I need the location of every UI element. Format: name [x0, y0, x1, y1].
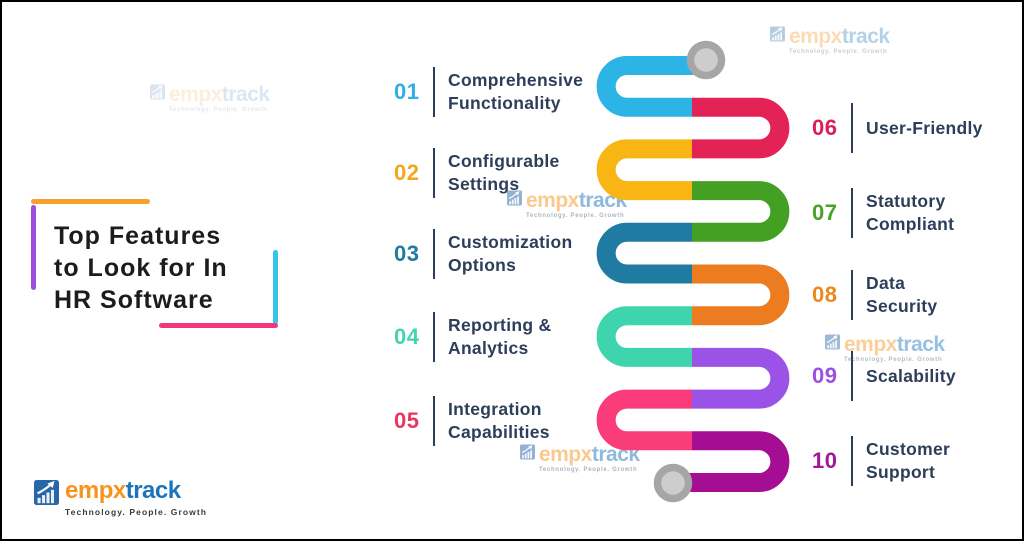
feature-label-line: Compliant: [866, 214, 955, 234]
page-title: Top Features to Look for In HR Software: [54, 220, 304, 316]
feature-divider: [433, 148, 435, 198]
logo-chart-icon: [520, 444, 535, 465]
feature-label-line: Options: [448, 255, 517, 275]
feature-item-09: 09 Scalability: [812, 351, 956, 401]
deco-line-purple: [31, 205, 36, 290]
feature-number: 09: [812, 363, 838, 388]
feature-label-line: Capabilities: [448, 422, 550, 442]
title-line-2: to Look for In: [54, 254, 228, 282]
logo-chart-icon: [34, 479, 59, 511]
title-line-1: Top Features: [54, 222, 222, 250]
feature-label-line: Scalability: [866, 365, 956, 386]
logo-track: track: [221, 83, 270, 106]
feature-divider: [433, 312, 435, 362]
feature-label-line: Integration: [448, 399, 542, 419]
feature-number: 10: [812, 448, 838, 473]
feature-divider: [851, 351, 853, 401]
logo-empx: empx: [65, 477, 126, 504]
feature-number: 01: [394, 79, 420, 104]
logo-tagline: Technology. People. Growth: [526, 213, 625, 219]
logo-chart-icon: [150, 84, 165, 105]
path-segment-04: [596, 306, 692, 367]
feature-label-line: Comprehensive: [448, 70, 584, 90]
path-segment-03: [596, 222, 692, 284]
path-segment-05: [596, 389, 692, 451]
feature-number: 04: [394, 324, 420, 349]
deco-line-cyan: [273, 250, 278, 324]
logo-chart-icon: [770, 26, 785, 47]
watermark-logo: empxtrack Technology. People. Growth: [770, 26, 890, 55]
logo-empx: empx: [844, 333, 897, 356]
feature-divider: [851, 270, 853, 320]
watermark-logo: empxtrack Technology. People. Growth: [825, 334, 945, 363]
feature-divider: [851, 188, 853, 238]
feature-label-line: Configurable: [448, 151, 560, 171]
feature-divider: [851, 103, 853, 153]
path-segment-08: [692, 264, 790, 326]
title-line-3: HR Software: [54, 286, 214, 314]
logo-tagline: Technology. People. Growth: [789, 49, 888, 55]
feature-number: 06: [812, 115, 838, 140]
path-end-marker: [653, 463, 693, 503]
logo-tagline: Technology. People. Growth: [169, 107, 268, 113]
logo-empx: empx: [539, 443, 592, 466]
watermark-logo: empxtrack Technology. People. Growth: [507, 190, 627, 219]
logo-tagline: Technology. People. Growth: [844, 357, 943, 363]
feature-number: 02: [394, 160, 420, 185]
feature-number: 05: [394, 408, 420, 433]
feature-label-line: Analytics: [448, 338, 529, 358]
feature-divider: [433, 229, 435, 279]
feature-label-line: Customization: [448, 232, 573, 252]
empxtrack-logo: empxtrack Technology. People. Growth: [34, 479, 207, 517]
path-segment-06: [692, 97, 790, 159]
watermark-logo: empxtrack Technology. People. Growth: [150, 84, 270, 113]
logo-empx: empx: [789, 25, 842, 48]
logo-empx: empx: [169, 83, 222, 106]
logo-empx: empx: [526, 189, 579, 212]
feature-divider: [433, 396, 435, 446]
logo-tagline: Technology. People. Growth: [539, 467, 638, 473]
logo-track: track: [125, 477, 181, 504]
feature-label-line: Settings: [448, 174, 520, 194]
path-start-marker: [686, 40, 726, 80]
feature-item-04: 04 Reporting & Analytics: [394, 312, 551, 362]
feature-label-line: Statutory: [866, 191, 946, 211]
feature-label-line: Functionality: [448, 93, 561, 113]
feature-divider: [433, 67, 435, 117]
feature-label-line: User-Friendly: [866, 117, 983, 138]
logo-track: track: [841, 25, 890, 48]
feature-label-line: Reporting &: [448, 315, 552, 335]
feature-item-06: 06 User-Friendly: [812, 103, 983, 153]
path-segment-10: [689, 431, 790, 492]
deco-line-orange: [31, 199, 150, 204]
path-segment-01: [596, 56, 706, 117]
path-segment-09: [692, 347, 790, 409]
feature-divider: [851, 436, 853, 486]
feature-label-line: Support: [866, 462, 936, 482]
feature-number: 03: [394, 241, 420, 266]
feature-label-line: Customer: [866, 439, 951, 459]
feature-number: 08: [812, 282, 838, 307]
feature-label-line: Data: [866, 273, 906, 293]
logo-chart-icon: [507, 190, 522, 211]
path-segment-02: [596, 139, 692, 201]
path-segment-07: [692, 181, 790, 242]
logo-tagline: Technology. People. Growth: [65, 507, 208, 517]
logo-track: track: [896, 333, 945, 356]
feature-label-line: Security: [866, 296, 938, 316]
logo-chart-icon: [825, 334, 840, 355]
deco-line-pink: [159, 323, 278, 328]
feature-number: 07: [812, 200, 838, 225]
